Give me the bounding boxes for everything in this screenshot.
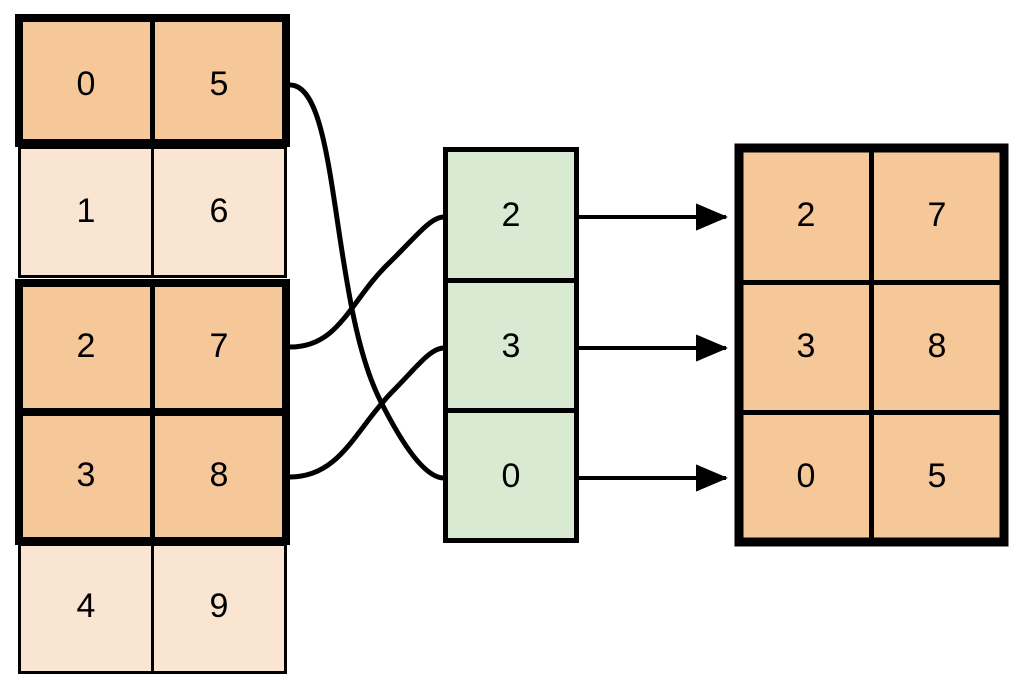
source-cell-r0c1: 5 (210, 65, 229, 103)
source-cell-r1c0: 1 (77, 192, 96, 230)
source-cell-r3c1: 8 (210, 456, 229, 494)
result-row-2[interactable]: 0 5 (797, 457, 947, 495)
link-source-row-2-to-index-0 (289, 214, 445, 350)
source-cell-r0c0: 0 (77, 65, 96, 103)
index-array: 2 3 0 (443, 147, 579, 543)
result-cell-r2c1: 5 (928, 457, 947, 495)
index-cell-1: 3 (502, 327, 521, 365)
result-row-0[interactable]: 2 7 (797, 196, 947, 234)
source-cell-r4c1: 9 (210, 587, 229, 625)
source-array: 0 5 1 6 2 7 3 8 (15, 14, 290, 674)
result-cell-r1c1: 8 (928, 327, 947, 365)
link-source-row-0-to-index-2 (289, 82, 445, 481)
result-cell-r0c1: 7 (928, 196, 947, 234)
source-row-0[interactable]: 0 5 (15, 14, 290, 147)
result-array: 2 7 3 8 0 5 (734, 143, 1009, 547)
result-arrows (579, 203, 728, 492)
index-slot-1[interactable]: 3 (502, 327, 521, 365)
source-cell-r2c0: 2 (77, 327, 96, 365)
result-cell-r2c0: 0 (797, 457, 816, 495)
result-cell-r1c0: 3 (797, 327, 816, 365)
source-cell-r2c1: 7 (210, 327, 229, 365)
result-cell-r0c0: 2 (797, 196, 816, 234)
source-row-1[interactable]: 1 6 (18, 146, 287, 278)
source-row-4[interactable]: 4 9 (18, 543, 287, 674)
source-row-2[interactable]: 2 7 (15, 279, 290, 416)
source-cell-r4c0: 4 (77, 587, 96, 625)
index-slot-2[interactable]: 0 (502, 457, 521, 495)
index-cell-0: 2 (502, 196, 521, 234)
connector-curves (289, 82, 445, 481)
source-row-3[interactable]: 3 8 (15, 408, 290, 545)
source-cell-r3c0: 3 (77, 456, 96, 494)
index-slot-0[interactable]: 2 (502, 196, 521, 234)
link-source-row-3-to-index-1 (289, 345, 445, 480)
result-row-1[interactable]: 3 8 (797, 327, 947, 365)
index-array-outline (443, 147, 579, 543)
source-cell-r1c1: 6 (210, 192, 229, 230)
index-cell-2: 0 (502, 457, 521, 495)
